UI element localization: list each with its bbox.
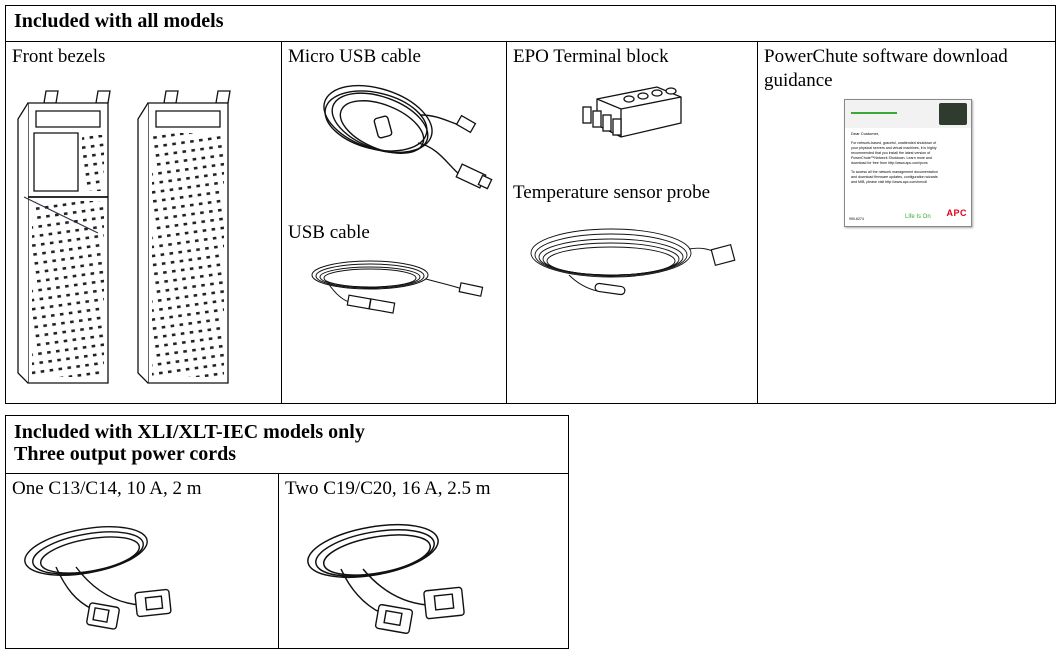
flyer-body: For network-based, graceful, unattended … xyxy=(851,141,966,185)
flyer-slogan: Life Is On xyxy=(905,214,931,220)
flyer-accent-line xyxy=(851,112,897,114)
cell-powerchute: PowerChute software download guidance De… xyxy=(758,41,1055,403)
micro-usb-cable-illustration xyxy=(323,84,493,190)
flyer-code: 990-6274 xyxy=(849,217,864,221)
front-bezels-label: Front bezels xyxy=(12,46,106,67)
flyer-line: To access all the network management doc… xyxy=(851,170,938,174)
flyer-line: recommended that you install the latest … xyxy=(851,151,931,155)
cell-cord-c13-c14: One C13/C14, 10 A, 2 m xyxy=(6,473,279,648)
temperature-sensor-probe-illustration xyxy=(530,228,736,296)
epo-terminal-block-label: EPO Terminal block xyxy=(513,46,669,67)
flyer-greeting: Dear Customer, xyxy=(851,131,880,136)
cell-epo-temperature: EPO Terminal block Temperature sensor pr… xyxy=(507,41,758,403)
table-header: Included with all models xyxy=(6,6,1055,42)
cord1-label: One C13/C14, 10 A, 2 m xyxy=(12,478,202,499)
flyer-line: your physical servers and virtual machin… xyxy=(851,146,937,150)
powerchute-label-line1: PowerChute software download xyxy=(764,46,1008,67)
table-header-line2: Three output power cords xyxy=(14,443,237,465)
c13-c14-cord-illustration xyxy=(24,526,172,630)
flyer-line: and download firmware updates, configura… xyxy=(851,175,938,179)
powerchute-label-line2: guidance xyxy=(764,70,833,91)
apc-logo: APC xyxy=(946,208,967,218)
usb-cable-illustration xyxy=(311,260,484,314)
table-header: Included with XLI/XLT-IEC models only Th… xyxy=(6,416,568,474)
cell-cord-c19-c20: Two C19/C20, 16 A, 2.5 m xyxy=(279,473,568,648)
flyer-line: download for free from http://www.apc.co… xyxy=(851,161,928,165)
network-card-icon xyxy=(939,103,967,125)
flyer-line: For network-based, graceful, unattended … xyxy=(851,141,937,145)
flyer-line: and MIB, please visit http://www.apc.com… xyxy=(851,180,927,184)
table-all-models: Included with all models Front bezels xyxy=(5,5,1056,404)
cell-usb-cables: Micro USB cable USB cable xyxy=(282,41,507,403)
front-bezels-illustration xyxy=(17,90,231,384)
micro-usb-cable-label: Micro USB cable xyxy=(288,46,421,67)
cord2-label: Two C19/C20, 16 A, 2.5 m xyxy=(285,478,491,499)
usb-cable-label: USB cable xyxy=(288,222,370,243)
cell-front-bezels: Front bezels xyxy=(6,41,282,403)
flyer-line: PowerChute™Network Shutdown. Learn more … xyxy=(851,156,932,160)
temperature-sensor-probe-label: Temperature sensor probe xyxy=(513,182,711,203)
powerchute-flyer: Dear Customer, For network-based, gracef… xyxy=(844,99,972,227)
c19-c20-cord-illustration xyxy=(307,523,465,634)
table-header-line1: Included with XLI/XLT-IEC models only xyxy=(14,421,365,443)
table-xli-xlt-iec: Included with XLI/XLT-IEC models only Th… xyxy=(5,415,569,649)
flyer-top-band xyxy=(845,100,971,128)
epo-terminal-block-illustration xyxy=(582,86,682,138)
